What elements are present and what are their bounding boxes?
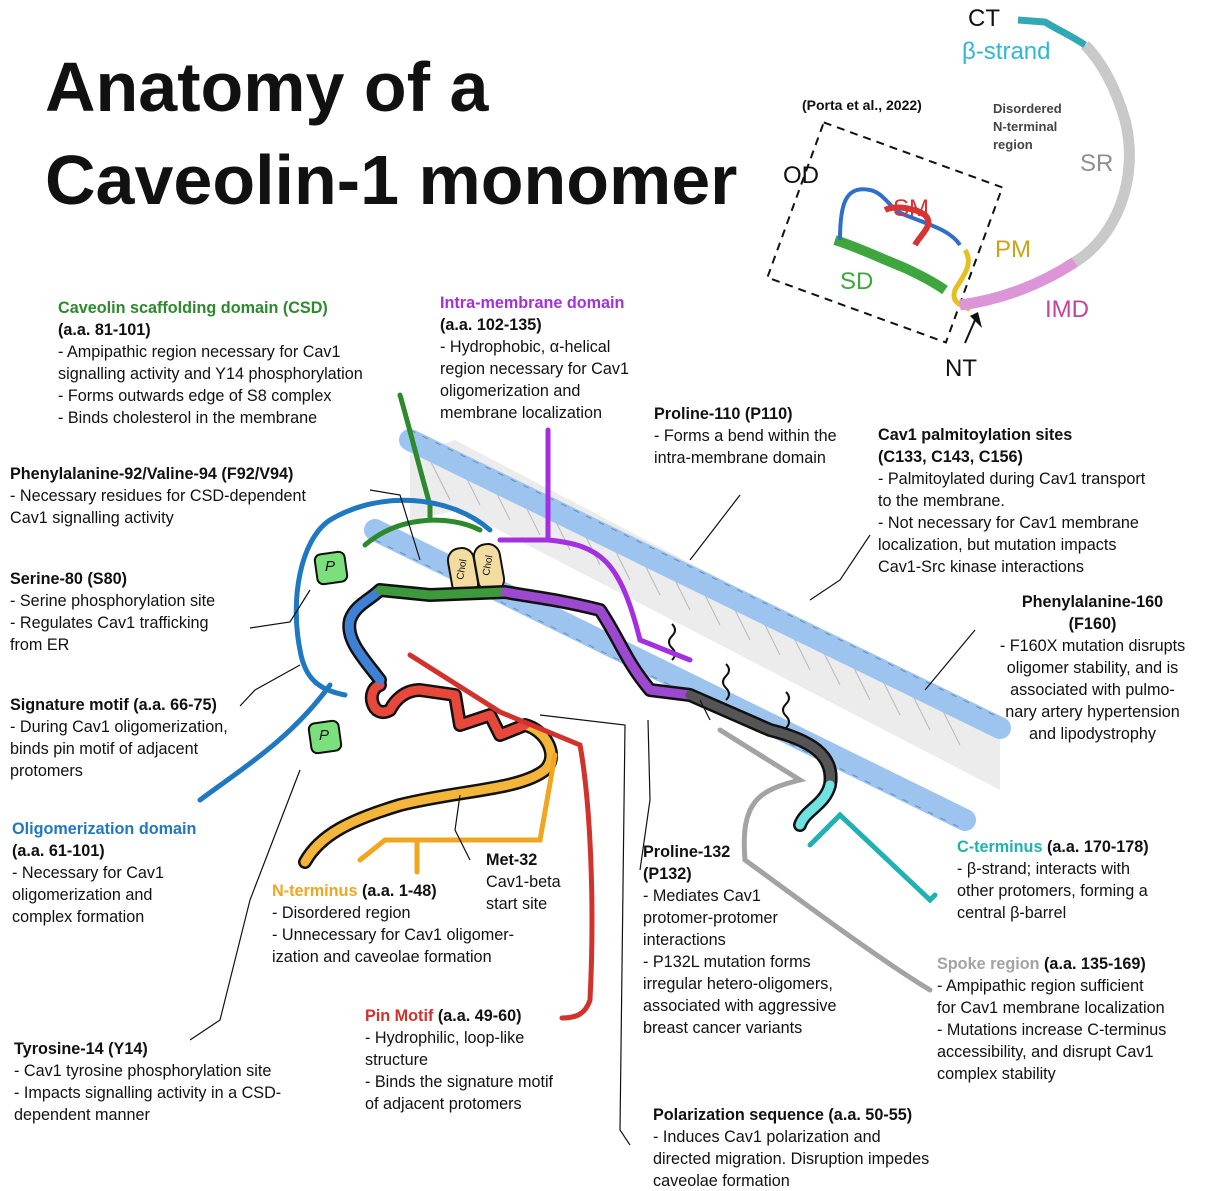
annotation-imd: Intra-membrane domain (a.a. 102-135) - H… [440, 292, 670, 424]
annotation-c-terminus: C-terminus (a.a. 170-178) - β-strand; in… [957, 836, 1197, 924]
pm-label: PM [995, 236, 1031, 264]
phospho-badges [308, 551, 348, 754]
annotation-n-terminus: N-terminus (a.a. 1-48) - Disordered regi… [272, 880, 572, 968]
phospho-y14-label: P [319, 727, 329, 744]
nt-arrow [965, 320, 975, 343]
annotation-polarization-sequence: Polarization sequence (a.a. 50-55) - Ind… [653, 1104, 983, 1191]
od-label: OD [783, 162, 819, 190]
disordered-label: Disordered N-terminal region [993, 100, 1062, 154]
sd-label: SD [840, 268, 873, 296]
annotation-s80: Serine-80 (S80) - Serine phosphorylation… [10, 568, 260, 656]
annotation-csd: Caveolin scaffolding domain (CSD) (a.a. … [58, 297, 428, 429]
title-line-2: Caveolin-1 monomer [45, 145, 737, 215]
annotation-oligomerization-domain: Oligomerization domain (a.a. 61-101) - N… [12, 818, 242, 928]
annotation-palmitoylation: Cav1 palmitoylation sites (C133, C143, C… [878, 424, 1198, 578]
annotation-pin-motif: Pin Motif (a.a. 49-60) - Hydrophilic, lo… [365, 1005, 615, 1115]
annotation-signature-motif: Signature motif (a.a. 66-75) - During Ca… [10, 694, 260, 782]
sr-label: SR [1080, 150, 1113, 178]
inset-structure [767, 20, 1129, 343]
annotation-p110: Proline-110 (P110) - Forms a bend within… [654, 403, 874, 469]
beta-strand-label: β-strand [962, 38, 1051, 66]
nt-label: NT [945, 355, 977, 383]
annotation-y14: Tyrosine-14 (Y14) - Cav1 tyrosine phosph… [14, 1038, 344, 1126]
ct-label: CT [968, 5, 1000, 33]
title-line-1: Anatomy of a [45, 52, 488, 122]
annotation-p132: Proline-132 (P132) - Mediates Cav1 proto… [643, 841, 873, 1039]
sm-label: SM [893, 195, 929, 223]
annotation-f92-v94: Phenylalanine-92/Valine-94 (F92/V94) - N… [10, 463, 360, 529]
chain-csd [380, 590, 505, 595]
imd-label: IMD [1045, 296, 1089, 324]
citation: (Porta et al., 2022) [802, 97, 922, 113]
annotation-spoke-region: Spoke region (a.a. 135-169) - Ampipathic… [937, 953, 1202, 1085]
annotation-f160: Phenylalanine-160 (F160) - F160X mutatio… [985, 591, 1200, 745]
phospho-s80-label: P [325, 558, 335, 575]
